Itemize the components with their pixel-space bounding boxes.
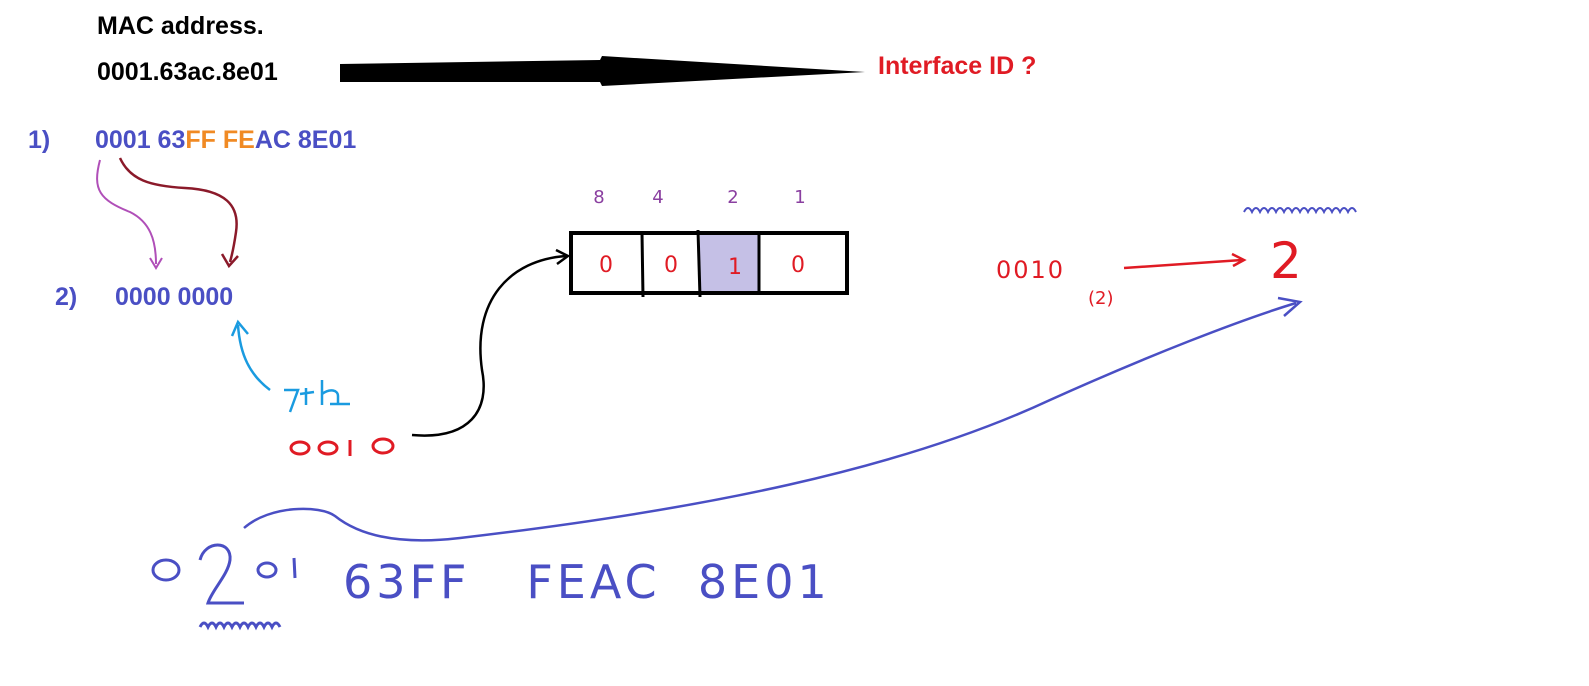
nibble-right-value: (2) bbox=[1088, 288, 1114, 309]
nibble-right: 0010 bbox=[996, 256, 1065, 284]
red-arrow-icon bbox=[1123, 258, 1243, 270]
step1-number: 1) bbox=[28, 126, 51, 154]
mac-title: MAC address. bbox=[97, 12, 264, 40]
cyan-arrow-icon bbox=[236, 324, 271, 391]
weight-8: 8 bbox=[593, 187, 604, 208]
step1-part-a: 0001 63 bbox=[95, 126, 186, 154]
step1-part-d: FE bbox=[222, 126, 255, 154]
bit-table-weights: 8 4 2 1 bbox=[593, 187, 805, 208]
step1-value: 0001 63FF FEAC 8E01 bbox=[95, 126, 356, 155]
bit-cell-highlight bbox=[700, 233, 760, 292]
step1-part-b: FF bbox=[185, 126, 216, 154]
result-rest: 63FF FEAC 8E01 bbox=[343, 555, 831, 609]
black-curved-arrow-icon bbox=[411, 254, 567, 437]
maroon-arrow-icon bbox=[118, 157, 238, 263]
weight-4: 4 bbox=[652, 187, 663, 208]
interface-id-label: Interface ID ? bbox=[878, 52, 1037, 80]
mac-value: 0001.63ac.8e01 bbox=[97, 58, 278, 86]
bit-0: 0 bbox=[599, 253, 613, 278]
purple-arrow-icon bbox=[96, 159, 157, 265]
weight-2: 2 bbox=[727, 187, 738, 208]
result-digit: 2 bbox=[1270, 232, 1302, 290]
weight-1: 1 bbox=[794, 187, 805, 208]
big-arrow-icon bbox=[340, 56, 865, 86]
result-handwritten bbox=[151, 543, 297, 631]
bit-table bbox=[569, 229, 849, 298]
bit-3: 0 bbox=[791, 253, 805, 278]
step2-value: 0000 0000 bbox=[115, 283, 234, 311]
seventh-bit-note bbox=[284, 380, 350, 413]
step2-number: 2) bbox=[55, 283, 78, 311]
squiggle-top-icon bbox=[1243, 207, 1357, 215]
step1-part-e: AC 8E01 bbox=[254, 126, 357, 154]
nibble-handwritten bbox=[289, 437, 395, 456]
bit-table-bits: 0 0 1 0 bbox=[599, 253, 805, 280]
blue-long-arrow-icon bbox=[243, 301, 1297, 542]
bit-1: 0 bbox=[664, 253, 678, 278]
bit-2: 1 bbox=[728, 255, 742, 280]
